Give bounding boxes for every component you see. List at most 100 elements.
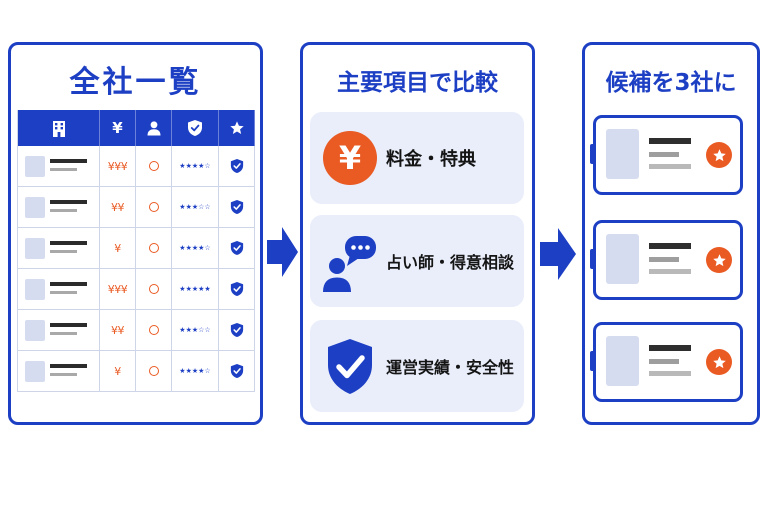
building-icon bbox=[52, 120, 65, 137]
circle-icon bbox=[148, 161, 159, 171]
shield-check-icon bbox=[188, 120, 202, 136]
company-list-panel: 全社一覧 ¥ bbox=[8, 42, 263, 425]
step2-title: 主要項目で比較 bbox=[337, 70, 498, 96]
rating-cell: ★★★☆☆ bbox=[172, 187, 219, 228]
price-cell: ¥¥¥ bbox=[100, 269, 136, 310]
company-thumbnail bbox=[25, 156, 45, 177]
card-tab bbox=[590, 144, 595, 164]
candidate-thumbnail bbox=[606, 336, 639, 386]
comparison-item-label: 占い師・得意相談 bbox=[386, 253, 515, 272]
price-cell: ¥¥¥ bbox=[100, 146, 136, 187]
rating-cell: ★★★☆☆ bbox=[172, 310, 219, 351]
candidate-thumbnail bbox=[606, 234, 639, 284]
column-header-rating bbox=[219, 110, 255, 146]
price-level: ¥¥ bbox=[111, 323, 125, 337]
price-level: ¥¥¥ bbox=[107, 282, 128, 296]
circle-icon bbox=[148, 202, 159, 212]
price-level: ¥¥¥ bbox=[107, 159, 128, 173]
comparison-panel: 主要項目で比較 ¥ 料金・特典 占い師・得意相談 運営実績・安全性 bbox=[300, 42, 535, 425]
candidate-desc-placeholder bbox=[649, 269, 691, 274]
chat-person-icon bbox=[323, 236, 376, 292]
rating-cell: ★★★★☆ bbox=[172, 146, 219, 187]
reader-cell bbox=[136, 187, 172, 228]
reader-cell bbox=[136, 351, 172, 392]
shield-check-icon bbox=[230, 364, 243, 378]
candidate-desc-placeholder bbox=[649, 164, 691, 169]
company-thumbnail bbox=[25, 279, 45, 300]
company-name-placeholder bbox=[50, 241, 87, 245]
candidate-desc-placeholder bbox=[649, 359, 679, 364]
person-icon bbox=[147, 121, 160, 136]
safety-cell bbox=[219, 351, 255, 392]
company-table: ¥ ¥¥¥ ★★★★☆ ¥¥ ★★★☆☆ ¥ ★★★★☆ ¥¥¥ ★★★★★ ¥¥ ★★★☆☆ ¥ ★… bbox=[17, 110, 255, 392]
yen-coin-icon: ¥ bbox=[323, 131, 377, 185]
column-header-reader bbox=[136, 110, 172, 146]
circle-icon bbox=[148, 284, 159, 294]
safety-cell bbox=[219, 187, 255, 228]
star-icon bbox=[229, 121, 244, 134]
comparison-item-reader: 占い師・得意相談 bbox=[310, 215, 524, 307]
price-level: ¥ bbox=[114, 241, 121, 255]
rating-stars: ★★★★☆ bbox=[179, 367, 211, 375]
price-cell: ¥ bbox=[100, 351, 136, 392]
candidate-name-placeholder bbox=[649, 243, 691, 249]
circle-icon bbox=[148, 243, 159, 253]
shield-check-icon bbox=[328, 339, 372, 394]
star-icon bbox=[712, 253, 726, 266]
star-badge-icon bbox=[706, 247, 732, 273]
company-thumbnail bbox=[25, 238, 45, 259]
company-name-cell bbox=[18, 187, 100, 228]
rating-stars: ★★★☆☆ bbox=[179, 326, 211, 334]
arrow-right-icon bbox=[540, 228, 576, 280]
yen-icon: ¥ bbox=[112, 119, 123, 137]
safety-cell bbox=[219, 228, 255, 269]
company-name-placeholder bbox=[50, 159, 87, 163]
safety-cell bbox=[219, 269, 255, 310]
shield-check-icon bbox=[230, 241, 243, 255]
company-name-placeholder bbox=[50, 282, 87, 286]
comparison-item-price: ¥ 料金・特典 bbox=[310, 112, 524, 204]
price-level: ¥¥ bbox=[111, 200, 125, 214]
safety-cell bbox=[219, 310, 255, 351]
company-thumbnail bbox=[25, 320, 45, 341]
rating-stars: ★★★★☆ bbox=[179, 162, 211, 170]
company-name-cell bbox=[18, 310, 100, 351]
comparison-item-label: 運営実績・安全性 bbox=[386, 358, 515, 377]
shield-check-icon bbox=[230, 323, 243, 337]
reader-cell bbox=[136, 269, 172, 310]
star-badge-icon bbox=[706, 142, 732, 168]
rating-stars: ★★★★☆ bbox=[179, 244, 211, 252]
candidate-card bbox=[590, 220, 743, 300]
candidate-desc-placeholder bbox=[649, 152, 679, 157]
company-name-cell bbox=[18, 228, 100, 269]
company-thumbnail bbox=[25, 197, 45, 218]
price-cell: ¥ bbox=[100, 228, 136, 269]
reader-cell bbox=[136, 310, 172, 351]
shield-check-icon bbox=[230, 282, 243, 296]
card-tab bbox=[590, 351, 595, 371]
star-icon bbox=[712, 355, 726, 368]
company-desc-placeholder bbox=[50, 250, 77, 253]
shield-check-icon bbox=[230, 159, 243, 173]
rating-stars: ★★★☆☆ bbox=[179, 203, 211, 211]
column-header-company bbox=[18, 110, 100, 146]
price-level: ¥ bbox=[114, 364, 121, 378]
circle-icon bbox=[148, 366, 159, 376]
company-name-placeholder bbox=[50, 200, 87, 204]
company-desc-placeholder bbox=[50, 168, 77, 171]
candidate-thumbnail bbox=[606, 129, 639, 179]
reader-cell bbox=[136, 146, 172, 187]
rating-cell: ★★★★★ bbox=[172, 269, 219, 310]
company-desc-placeholder bbox=[50, 291, 77, 294]
company-name-cell bbox=[18, 146, 100, 187]
comparison-item-label: 料金・特典 bbox=[386, 149, 476, 170]
company-thumbnail bbox=[25, 361, 45, 382]
reader-cell bbox=[136, 228, 172, 269]
column-header-price: ¥ bbox=[100, 110, 136, 146]
price-cell: ¥¥ bbox=[100, 310, 136, 351]
shield-check-icon bbox=[230, 200, 243, 214]
company-name-placeholder bbox=[50, 364, 87, 368]
arrow-right-icon bbox=[267, 227, 298, 277]
safety-cell bbox=[219, 146, 255, 187]
card-tab bbox=[590, 249, 595, 269]
